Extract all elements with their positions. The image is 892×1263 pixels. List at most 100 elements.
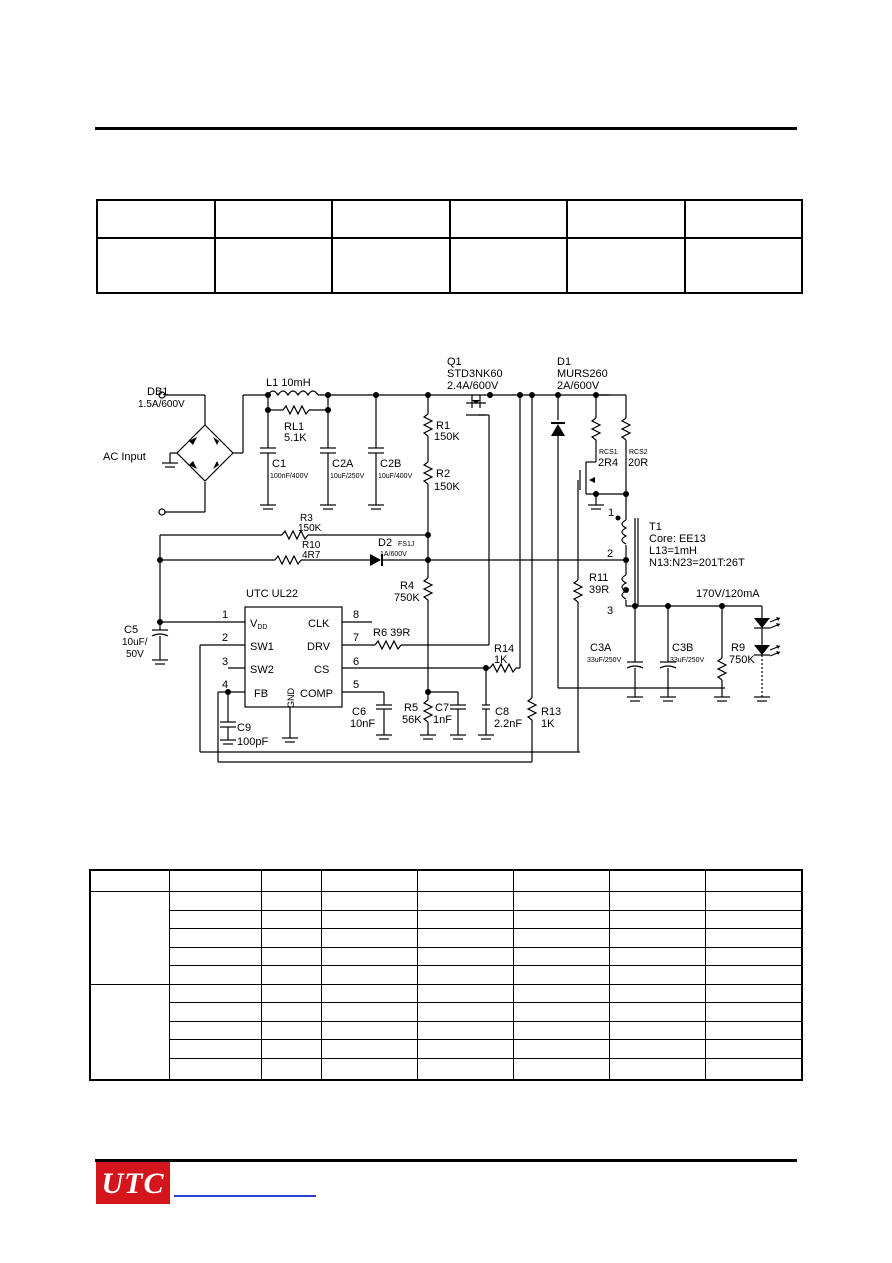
table-cell bbox=[705, 1057, 803, 1081]
table-cell bbox=[705, 909, 803, 930]
website-link[interactable] bbox=[174, 1195, 316, 1197]
table-cell bbox=[320, 928, 418, 948]
c2b-name: C2B bbox=[380, 458, 401, 470]
table-cell bbox=[513, 1020, 611, 1041]
table-cell bbox=[705, 965, 803, 985]
table-cell bbox=[320, 983, 418, 1004]
r4-name: R4 bbox=[400, 580, 414, 592]
ic-pin3: 3 bbox=[222, 656, 228, 668]
top-table bbox=[96, 199, 803, 294]
table-cell bbox=[168, 909, 262, 930]
rcs2-value: 20R bbox=[628, 457, 648, 469]
table-cell bbox=[416, 1057, 515, 1081]
ic-sw1: SW1 bbox=[250, 641, 274, 653]
table-cell bbox=[705, 1002, 803, 1022]
c3a-name: C3A bbox=[590, 642, 612, 654]
ac-input-label: AC Input bbox=[103, 451, 146, 463]
table-cell bbox=[168, 891, 262, 911]
table-cell bbox=[260, 928, 322, 948]
table-cell bbox=[609, 1002, 707, 1022]
table-cell bbox=[513, 1039, 611, 1059]
ic-pin1: 1 bbox=[222, 609, 228, 621]
table-cell bbox=[260, 909, 322, 930]
table-cell bbox=[416, 983, 515, 1004]
utc-logo-text: UTC bbox=[101, 1167, 165, 1200]
table-cell bbox=[260, 1002, 322, 1022]
table-cell bbox=[320, 1057, 418, 1081]
table-cell bbox=[448, 199, 568, 239]
table-cell bbox=[513, 965, 611, 985]
table-cell bbox=[416, 1020, 515, 1041]
r9-name: R9 bbox=[731, 642, 745, 654]
db1-value: 1.5A/600V bbox=[138, 399, 185, 410]
table-cell bbox=[609, 965, 707, 985]
table-cell bbox=[513, 869, 611, 893]
rcs1-name: RCS1 bbox=[599, 449, 618, 456]
r10-value: 4R7 bbox=[302, 550, 321, 561]
table-cell bbox=[416, 909, 515, 930]
utc-logo: UTC bbox=[96, 1162, 170, 1204]
table-cell bbox=[705, 891, 803, 911]
table-cell bbox=[260, 869, 322, 893]
r2-name: R2 bbox=[436, 468, 450, 480]
table-cell bbox=[168, 1057, 262, 1081]
rl1-value: 5.1K bbox=[284, 432, 307, 444]
rl1-name: RL1 bbox=[284, 421, 304, 433]
c9-name: C9 bbox=[237, 722, 251, 734]
table-cell bbox=[320, 1020, 418, 1041]
ic-comp: COMP bbox=[300, 688, 333, 700]
table-cell bbox=[89, 869, 170, 893]
table-cell bbox=[320, 965, 418, 985]
table-cell bbox=[609, 869, 707, 893]
t1-ratio: N13:N23=201T:26T bbox=[649, 557, 745, 569]
l1-label: L1 10mH bbox=[266, 377, 311, 389]
table-cell bbox=[168, 946, 262, 967]
ic-gnd: GND bbox=[286, 688, 296, 709]
table-cell bbox=[609, 946, 707, 967]
table-cell bbox=[260, 965, 322, 985]
table-cell bbox=[213, 237, 333, 294]
table-cell bbox=[705, 928, 803, 948]
r3-value: 150K bbox=[298, 523, 322, 534]
table-cell bbox=[168, 1002, 262, 1022]
table-cell bbox=[513, 1002, 611, 1022]
r1-value: 150K bbox=[434, 431, 460, 443]
table-cell bbox=[260, 946, 322, 967]
r1-name: R1 bbox=[436, 420, 450, 432]
table-cell bbox=[260, 1039, 322, 1059]
table-cell bbox=[320, 1039, 418, 1059]
table-cell bbox=[683, 199, 803, 239]
table-cell bbox=[168, 983, 262, 1004]
table-cell bbox=[513, 1057, 611, 1081]
table-cell bbox=[260, 983, 322, 1004]
ic-pin8: 8 bbox=[353, 609, 359, 621]
table-cell bbox=[705, 983, 803, 1004]
table-cell bbox=[448, 237, 568, 294]
d1-rating: 2A/600V bbox=[557, 380, 600, 392]
table-cell bbox=[168, 869, 262, 893]
table-cell bbox=[705, 946, 803, 967]
r2-value: 150K bbox=[434, 481, 460, 493]
table-cell bbox=[609, 1057, 707, 1081]
table-cell bbox=[213, 199, 333, 239]
table-cell bbox=[416, 869, 515, 893]
rcs1-value: 2R4 bbox=[598, 457, 618, 469]
r3-name: R3 bbox=[300, 513, 313, 524]
r4-value: 750K bbox=[394, 592, 420, 604]
table-cell bbox=[331, 199, 451, 239]
r13-name: R13 bbox=[541, 706, 561, 718]
table-cell bbox=[609, 891, 707, 911]
output-rating: 170V/120mA bbox=[696, 588, 760, 600]
c5-value-2: 50V bbox=[126, 649, 144, 660]
table-cell bbox=[320, 909, 418, 930]
q1-rating: 2.4A/600V bbox=[447, 380, 499, 392]
table-cell bbox=[168, 965, 262, 985]
d1-part: MURS260 bbox=[557, 368, 608, 380]
table-cell bbox=[416, 946, 515, 967]
table-cell bbox=[331, 237, 451, 294]
c2b-value: 10uF/400V bbox=[378, 473, 413, 480]
ic-pin2: 2 bbox=[222, 632, 228, 644]
ic-pin4: 4 bbox=[222, 679, 228, 691]
table-cell bbox=[96, 199, 216, 239]
table-cell bbox=[513, 909, 611, 930]
